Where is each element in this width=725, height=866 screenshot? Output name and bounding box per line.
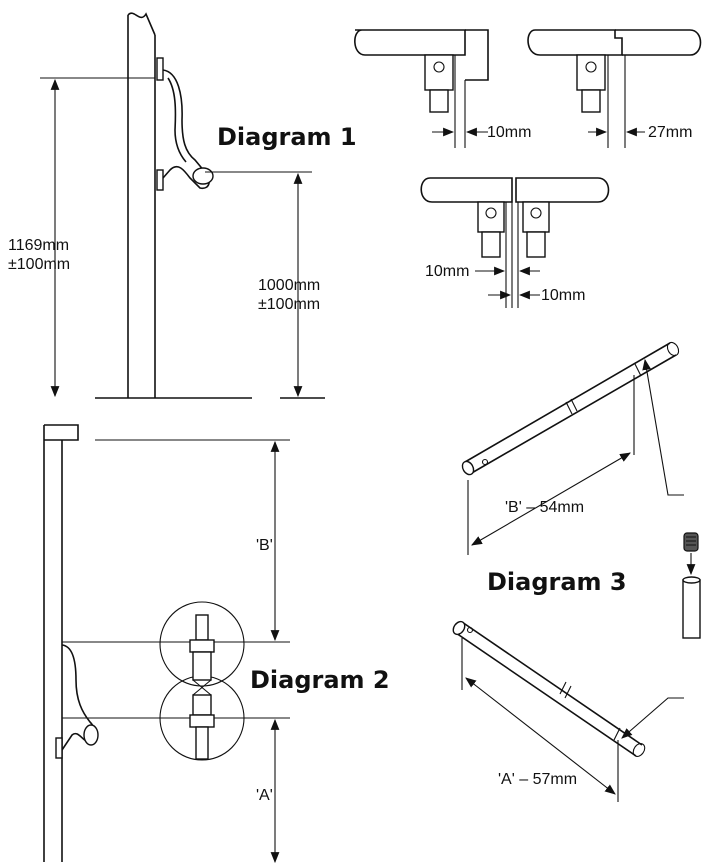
top-bolt-head [44,424,79,441]
handle-height-tolerance: ±100mm [258,296,320,313]
panic-lever-small [55,644,99,759]
gap-rebate-label: 27mm [648,124,692,141]
dim-rod-b [471,452,631,546]
diagram-3: 'B' – 54mm 'A' – 57mm Diagram 3 [452,341,701,802]
rod-b-label: 'B' – 54mm [505,499,584,516]
handle-height-value: 1000mm [258,277,320,294]
detail-rebated-door: 27mm [527,29,702,148]
edge-gap-details: 10mm 27mm [354,29,702,308]
diagram-2-title: Diagram 2 [250,666,390,694]
detail-double-doors: 10mm 10mm [420,177,610,308]
door-break-line [127,12,156,36]
panic-lever [156,57,214,191]
rod-b [461,341,680,476]
detail-circle-upper [159,601,245,687]
diagram-1-title: Diagram 1 [217,123,357,151]
diagram-1: 1169mm ±100mm 1000mm ±100mm Diagram 1 [8,12,357,399]
gap-double-right-label: 10mm [541,287,585,304]
gap-single-label: 10mm [487,124,531,141]
overall-height-tolerance: ±100mm [8,256,70,273]
dim-rod-a [465,677,616,795]
dim-a-label: 'A' [256,787,273,804]
connector-parts [682,532,701,639]
bolt-connector [189,614,215,760]
diagram-3-title: Diagram 3 [487,568,627,596]
diagram-2: 'B' 'A' Diagram 2 [43,424,390,864]
rod-a-label: 'A' – 57mm [498,771,577,788]
overall-height-value: 1169mm [8,237,69,254]
dim-b-label: 'B' [256,537,273,554]
gap-double-left-label: 10mm [425,263,469,280]
detail-single-door: 10mm [354,29,531,148]
